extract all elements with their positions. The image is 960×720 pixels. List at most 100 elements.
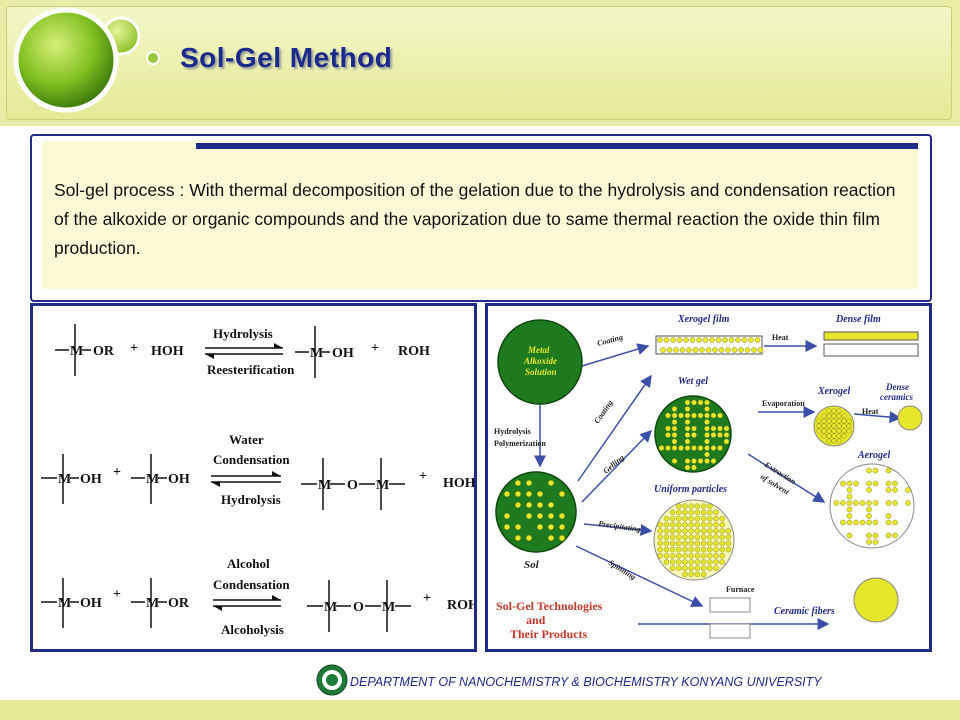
aerogel-particle [885, 500, 892, 506]
gel-particle [691, 412, 697, 419]
gel-particle [665, 425, 671, 432]
aerogel-particle [885, 519, 892, 526]
header-band [6, 6, 952, 120]
xerogel-particle [836, 418, 842, 424]
uniform-particle [676, 509, 682, 516]
uniform-particle [700, 515, 707, 522]
gel-particle [684, 399, 691, 406]
uniform-particle [676, 546, 682, 553]
xerogel-particle [821, 423, 827, 429]
xerogel-particle [821, 428, 827, 434]
svg-text:M: M [382, 600, 395, 615]
svg-text:Alkoxide: Alkoxide [523, 356, 557, 366]
svg-text:Water: Water [229, 432, 264, 447]
gel-particle [704, 406, 710, 412]
uniform-particle [688, 503, 694, 509]
gel-particle [710, 412, 717, 419]
film-particle [670, 337, 676, 343]
sol-particle [526, 512, 533, 519]
aerogel-particle [866, 500, 872, 506]
xerogel-particle [836, 428, 842, 434]
uniform-particle [657, 534, 663, 540]
gel-particle [691, 425, 697, 432]
xerogel-particle [816, 428, 822, 434]
aerogel-particle [846, 493, 853, 500]
svg-text:Polymerization: Polymerization [494, 439, 547, 448]
aerogel-particle [866, 513, 872, 519]
film-particle [709, 337, 715, 343]
xerogel-particle [831, 413, 837, 419]
aerogel-particle [846, 506, 853, 513]
uniform-particle [682, 509, 688, 516]
uniform-particle [713, 546, 719, 553]
uniform-particle [682, 534, 688, 540]
svg-text:Coating: Coating [592, 398, 614, 425]
uniform-particle [688, 546, 694, 553]
gel-particle [704, 399, 710, 406]
film-particle [757, 347, 764, 353]
uniform-particle [682, 515, 688, 522]
uniform-particle [700, 559, 707, 565]
svg-text:Solution: Solution [525, 367, 557, 377]
sol-particle [504, 490, 511, 497]
aerogel-particle [859, 519, 866, 526]
aerogel-particle [892, 487, 898, 493]
uniform-particle [669, 540, 676, 547]
uniform-particle [719, 515, 725, 522]
uniform-particle [694, 571, 701, 578]
svg-text:Precipitating: Precipitating [598, 519, 642, 534]
aerogel-particle [905, 500, 911, 506]
sol-particle [504, 523, 511, 530]
svg-text:Uniform particles: Uniform particles [654, 484, 727, 495]
svg-text:Spinning: Spinning [607, 558, 637, 582]
uniform-particle [719, 528, 725, 534]
uniform-particle [688, 528, 694, 534]
xerogel-particle [826, 408, 832, 414]
aerogel-particle [892, 532, 898, 539]
reactant-group: OR [93, 344, 115, 359]
dense-ceramic [897, 405, 923, 431]
aerogel-particle [866, 519, 872, 526]
film-particle [683, 337, 689, 343]
dense-film-top [823, 331, 919, 341]
film-particle [705, 347, 712, 353]
uniform-particle [707, 565, 713, 571]
xerogel-particle [831, 428, 837, 434]
uniform-particle [694, 534, 701, 540]
xerogel-particle [831, 418, 837, 424]
aerogel-particle [892, 480, 898, 487]
aerogel-particle [866, 487, 872, 493]
svg-text:+: + [419, 469, 427, 484]
uniform-particle [707, 540, 713, 547]
uniform-particle [700, 546, 707, 553]
uniform-particle [676, 528, 682, 534]
gel-particle [684, 406, 691, 412]
slide-header: Sol-Gel Method [0, 0, 960, 126]
xerogel-particle [841, 433, 847, 439]
xerogel-particle [821, 418, 827, 424]
gel-particle [684, 425, 691, 432]
uniform-particle [676, 515, 682, 522]
xerogel-particle [846, 428, 852, 434]
dense-film-substrate [823, 343, 919, 357]
sol-particle [526, 534, 533, 541]
svg-text:Sol: Sol [524, 559, 540, 571]
uniform-particle [663, 522, 670, 528]
uniform-particle [657, 528, 663, 534]
gel-particle [684, 445, 691, 451]
uniform-particle [725, 528, 732, 534]
svg-text:OH: OH [80, 472, 102, 487]
uniform-particle [713, 565, 719, 571]
sol-particle [515, 501, 522, 508]
uniform-particle [719, 534, 725, 540]
gel-particle [717, 412, 723, 419]
svg-text:M: M [376, 478, 389, 493]
film-particle [686, 347, 692, 353]
sol-particle [537, 490, 544, 497]
sol-particle [558, 534, 565, 541]
svg-text:+: + [130, 341, 138, 356]
uniform-particle [719, 540, 725, 547]
green-orb-logo-icon [13, 7, 160, 113]
uniform-particle [688, 565, 694, 571]
uniform-particle [688, 515, 694, 522]
